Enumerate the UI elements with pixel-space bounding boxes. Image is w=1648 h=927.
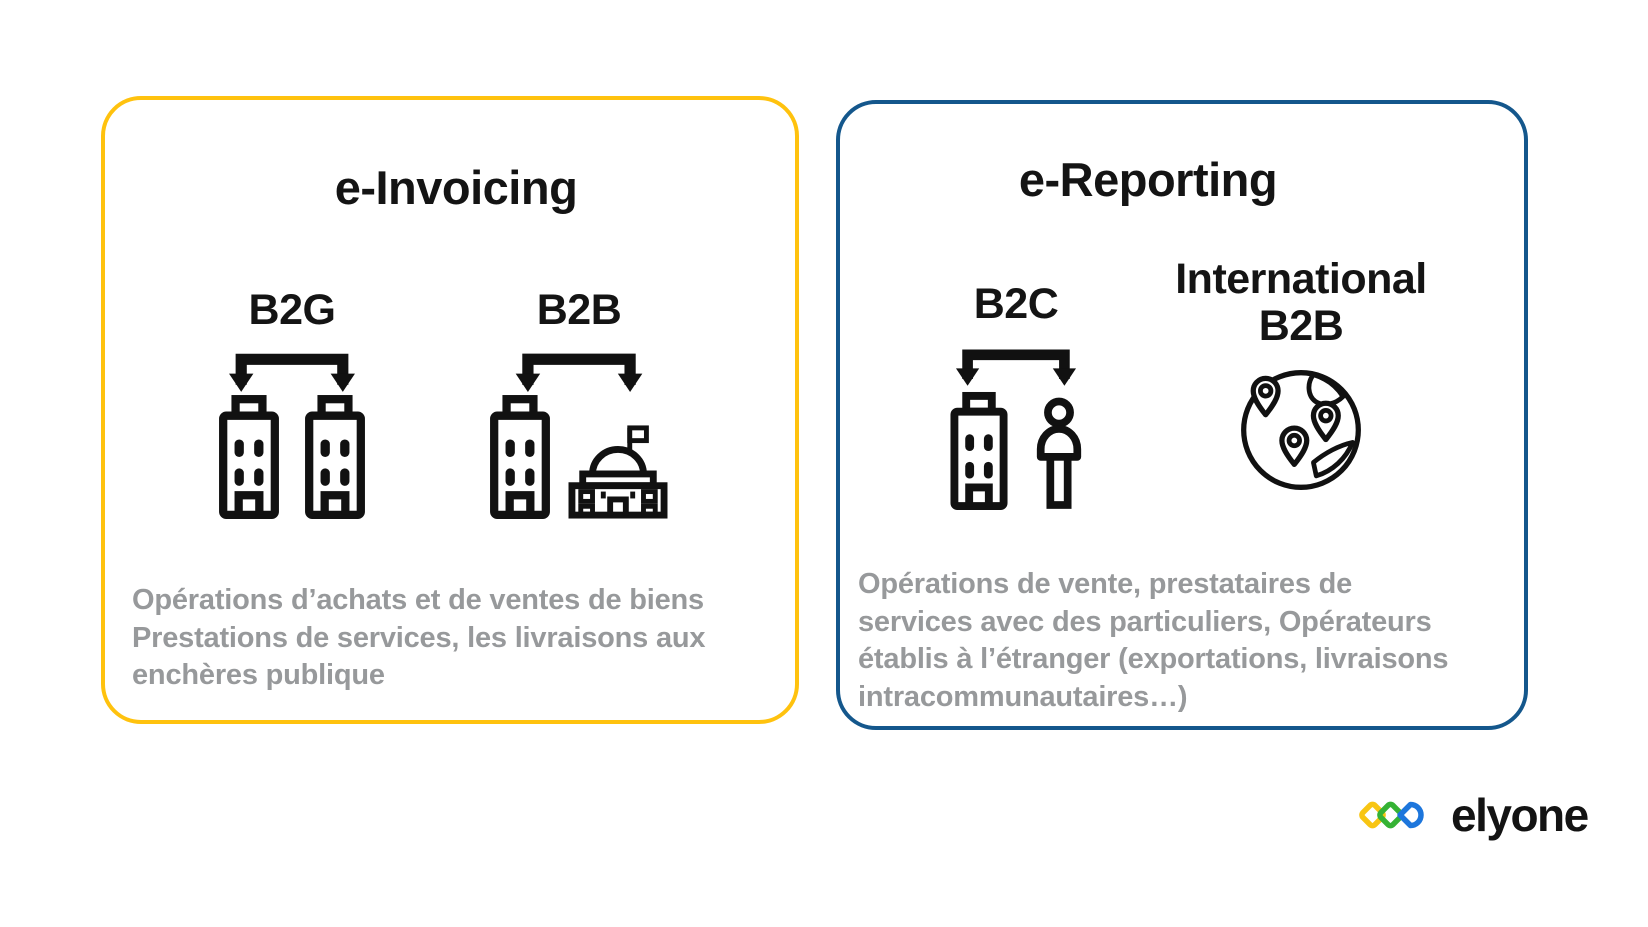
person-icon [1036, 397, 1082, 509]
card-invoicing: e-Invoicing B2G B2B [101, 96, 799, 724]
card-description: Opérations de vente, prestataires de ser… [858, 566, 1518, 716]
description-line: établis à l’étranger (exportations, livr… [858, 643, 1449, 675]
logo: elyone [1356, 789, 1589, 841]
description-line: Prestations de services, les livraisons … [132, 621, 706, 654]
logo-text: elyone [1451, 789, 1589, 841]
b2g-icons [215, 394, 369, 520]
b2b-icons [486, 394, 672, 520]
building-icon [490, 395, 550, 519]
globe-icon-wrap [1237, 366, 1365, 499]
building-icon [219, 395, 279, 519]
card-invoicing-title: e-Invoicing [334, 161, 578, 214]
b2c-icons [947, 391, 1085, 511]
international-b2b-label-line2: B2B [1258, 302, 1344, 350]
building-icon [950, 391, 1008, 511]
card-reporting: e-Reporting B2C International B2B [836, 100, 1528, 730]
description-line: Opérations de vente, prestataires de [858, 568, 1353, 600]
international-b2b-label: International B2B [1175, 256, 1427, 350]
b2g-label: B2G [248, 286, 336, 334]
government-building-icon [568, 425, 668, 519]
international-b2b-label-line1: International [1175, 255, 1427, 303]
split-arrow-icon [229, 353, 355, 392]
description-line: services avec des particuliers, Opérateu… [858, 605, 1432, 638]
card-reporting-title: e-Reporting [1018, 153, 1278, 206]
b2c-label: B2C [973, 280, 1059, 328]
split-arrow-icon [955, 349, 1077, 386]
logo-mark-icon [1359, 801, 1424, 829]
description-line: Opérations d’achats et de ventes de bien… [132, 584, 704, 616]
globe-icon [1241, 370, 1361, 490]
description-line: enchères publique [132, 659, 385, 691]
b2b-label: B2B [536, 286, 622, 334]
building-icon [305, 395, 365, 519]
description-line: intracommunautaires…) [858, 680, 1188, 713]
split-arrow-icon [515, 353, 643, 392]
card-description: Opérations d’achats et de ventes de bien… [132, 582, 782, 695]
